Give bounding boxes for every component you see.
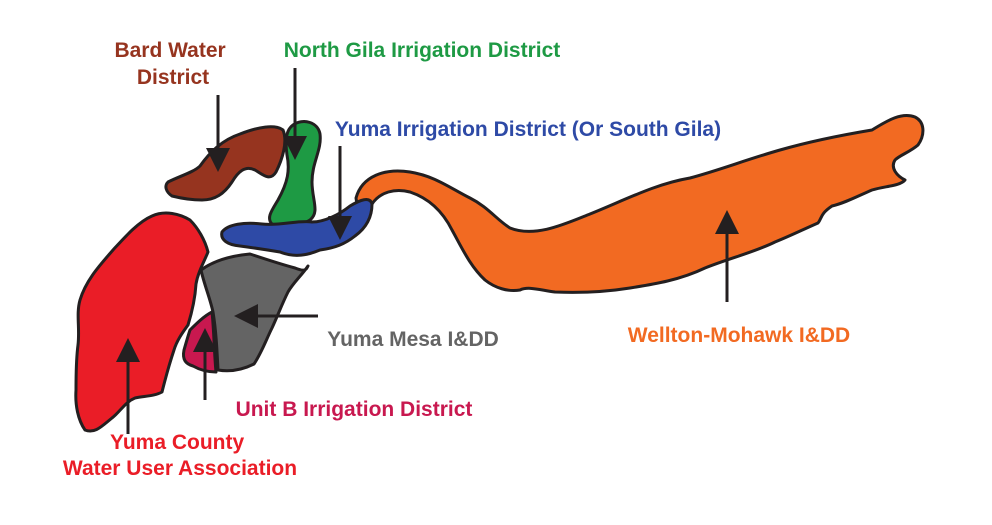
yuma-county-label: Yuma County Water User Association — [63, 431, 297, 480]
wellton-mohawk-label: Wellton-Mohawk I&DD — [628, 324, 850, 347]
yuma-county-region[interactable] — [74, 211, 210, 433]
unit-b-label: Unit B Irrigation District — [236, 398, 473, 421]
yuma-irrigation-label: Yuma Irrigation District (Or South Gila) — [335, 118, 721, 141]
yuma-irrigation-region[interactable] — [220, 198, 374, 257]
wellton-mohawk-region[interactable] — [354, 114, 925, 294]
bard-water-district-region[interactable] — [164, 125, 287, 202]
yuma-mesa-label: Yuma Mesa I&DD — [327, 328, 499, 351]
yuma-mesa-region[interactable] — [199, 252, 310, 373]
bard-water-district-label: Bard Water District — [114, 39, 231, 89]
north-gila-label: North Gila Irrigation District — [284, 39, 561, 62]
